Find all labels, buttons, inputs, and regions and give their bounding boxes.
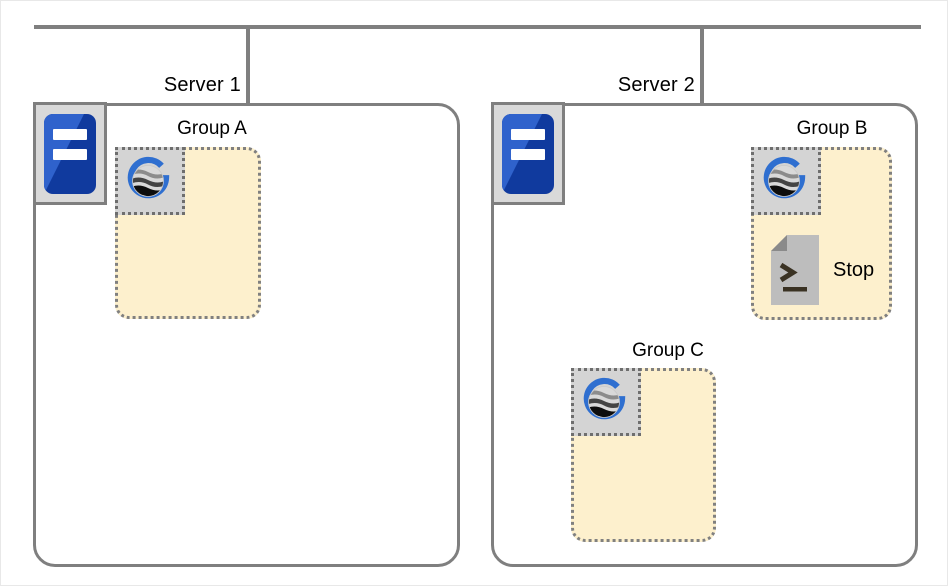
- group-label-group-a: Group A: [177, 118, 247, 139]
- server-bar-bottom: [511, 148, 545, 160]
- network-bus-line: [34, 25, 921, 29]
- network-drop-line-server-2: [700, 25, 704, 104]
- server-icon[interactable]: [491, 102, 565, 205]
- server-glyph: [502, 113, 554, 194]
- server-label-server-1: Server 1: [163, 74, 241, 96]
- script-icon: [771, 235, 819, 305]
- network-drop-line-server-1: [246, 25, 250, 104]
- script-item-stop[interactable]: Stop: [771, 235, 874, 305]
- globe-g-icon[interactable]: [751, 147, 821, 215]
- group-label-group-c: Group C: [632, 340, 704, 361]
- server-icon[interactable]: [33, 102, 107, 205]
- server-bar-top: [53, 128, 87, 140]
- server-glyph: [44, 113, 96, 194]
- group-label-group-b: Group B: [796, 118, 868, 139]
- server-bar-bottom: [53, 148, 87, 160]
- globe-g-icon[interactable]: [115, 147, 185, 215]
- script-label: Stop: [833, 258, 875, 281]
- server-label-server-2: Server 2: [617, 74, 695, 96]
- server-bar-top: [511, 128, 545, 140]
- globe-g-icon[interactable]: [571, 368, 641, 436]
